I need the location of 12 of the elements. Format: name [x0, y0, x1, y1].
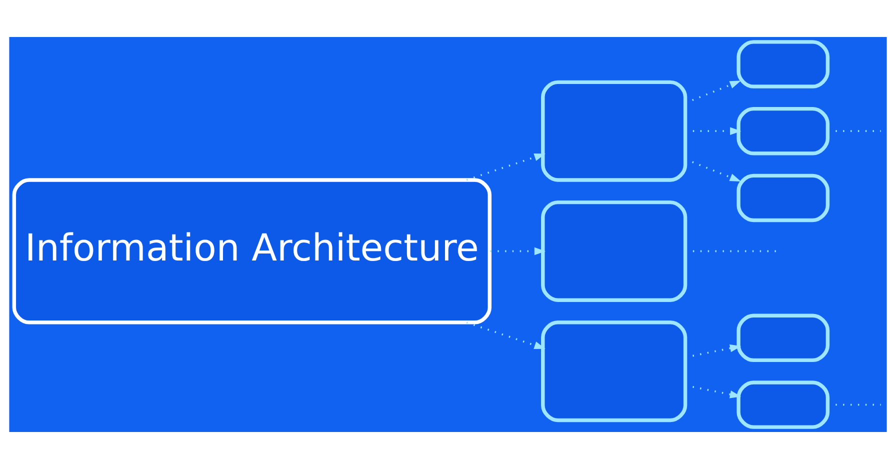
arrow [490, 247, 546, 256]
arrow [466, 153, 545, 181]
node-box [736, 40, 830, 88]
arrow [466, 322, 545, 349]
node-box [736, 174, 830, 222]
node-box [540, 320, 687, 422]
node-box [736, 106, 830, 156]
node-box [736, 314, 830, 362]
node-box [540, 80, 687, 182]
node-box: Information Architecture [12, 178, 492, 324]
node-box [540, 200, 687, 302]
node-box [736, 380, 830, 429]
